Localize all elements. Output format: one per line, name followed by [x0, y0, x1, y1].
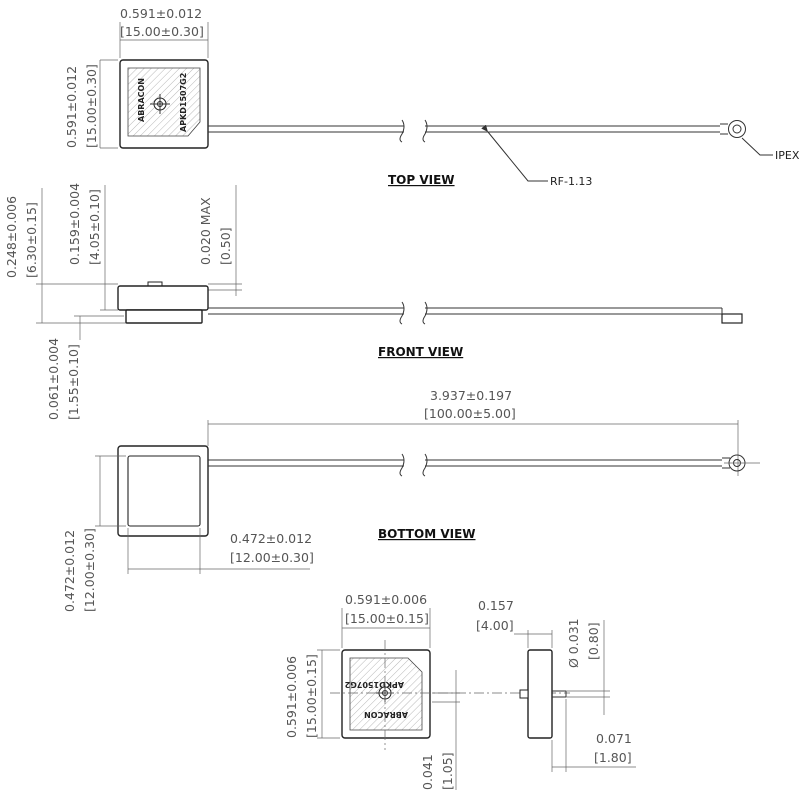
connector-callout: IPEX	[775, 149, 800, 162]
detail-height-in: 0.591±0.006	[284, 656, 299, 738]
detail-pin-dia-in: Ø 0.031	[566, 618, 581, 668]
detail-pin-len-in: 0.071	[596, 731, 632, 746]
detail-thickness-in: 0.157	[478, 598, 514, 613]
detail-height-mm: [15.00±0.15]	[304, 654, 319, 738]
detail-width-mm: [15.00±0.15]	[345, 611, 429, 626]
front-pin-max-mm: [0.50]	[218, 227, 233, 265]
top-view-label: TOP VIEW	[388, 173, 455, 187]
bottom-pad-width-mm: [12.00±0.30]	[230, 550, 314, 565]
detail-offset-mm: [1.05]	[440, 752, 455, 790]
bottom-pad-height-in: 0.472±0.012	[62, 530, 77, 612]
bottom-length-mm: [100.00±5.00]	[424, 406, 516, 421]
detail-width-in: 0.591±0.006	[345, 592, 427, 607]
detail-views: 0.591±0.006 [15.00±0.15] 0.591±0.006 [15…	[284, 592, 636, 790]
top-part-number: APKD1507G2	[179, 73, 188, 132]
bottom-view-label: BOTTOM VIEW	[378, 527, 476, 541]
front-view: 0.248±0.006 [6.30±0.15] 0.159±0.004 [4.0…	[4, 183, 743, 420]
bottom-pad-width-in: 0.472±0.012	[230, 531, 312, 546]
front-body-height-mm: [4.05±0.10]	[87, 189, 102, 265]
bottom-view: 3.937±0.197 [100.00±5.00] 0.472±0.012 [1…	[62, 388, 760, 612]
top-height-in: 0.591±0.012	[64, 66, 79, 148]
top-width-mm: [15.00±0.30]	[120, 24, 204, 39]
detail-part-brand: ABRACON	[364, 710, 408, 719]
detail-thickness-mm: [4.00]	[476, 618, 514, 633]
front-total-height-mm: [6.30±0.15]	[24, 202, 39, 278]
detail-pin-len-mm: [1.80]	[594, 750, 632, 765]
front-base-height-in: 0.061±0.004	[46, 338, 61, 420]
front-body-height-in: 0.159±0.004	[67, 183, 82, 265]
top-part-brand: ABRACON	[137, 78, 146, 122]
cable-callout: RF-1.13	[550, 175, 592, 188]
front-view-label: FRONT VIEW	[378, 345, 463, 359]
top-view: 0.591±0.012 [15.00±0.30] 0.591±0.012 [15…	[64, 6, 800, 188]
front-pin-max-in: 0.020 MAX	[198, 197, 213, 265]
detail-pin-dia-mm: [0.80]	[586, 622, 601, 660]
detail-part-number: APKD1507G2	[345, 680, 404, 689]
front-base-height-mm: [1.55±0.10]	[66, 344, 81, 420]
detail-offset-in: 0.041	[420, 754, 435, 790]
bottom-length-in: 3.937±0.197	[430, 388, 512, 403]
top-height-mm: [15.00±0.30]	[84, 64, 99, 148]
front-total-height-in: 0.248±0.006	[4, 196, 19, 278]
bottom-pad-height-mm: [12.00±0.30]	[82, 528, 97, 612]
top-width-in: 0.591±0.012	[120, 6, 202, 21]
